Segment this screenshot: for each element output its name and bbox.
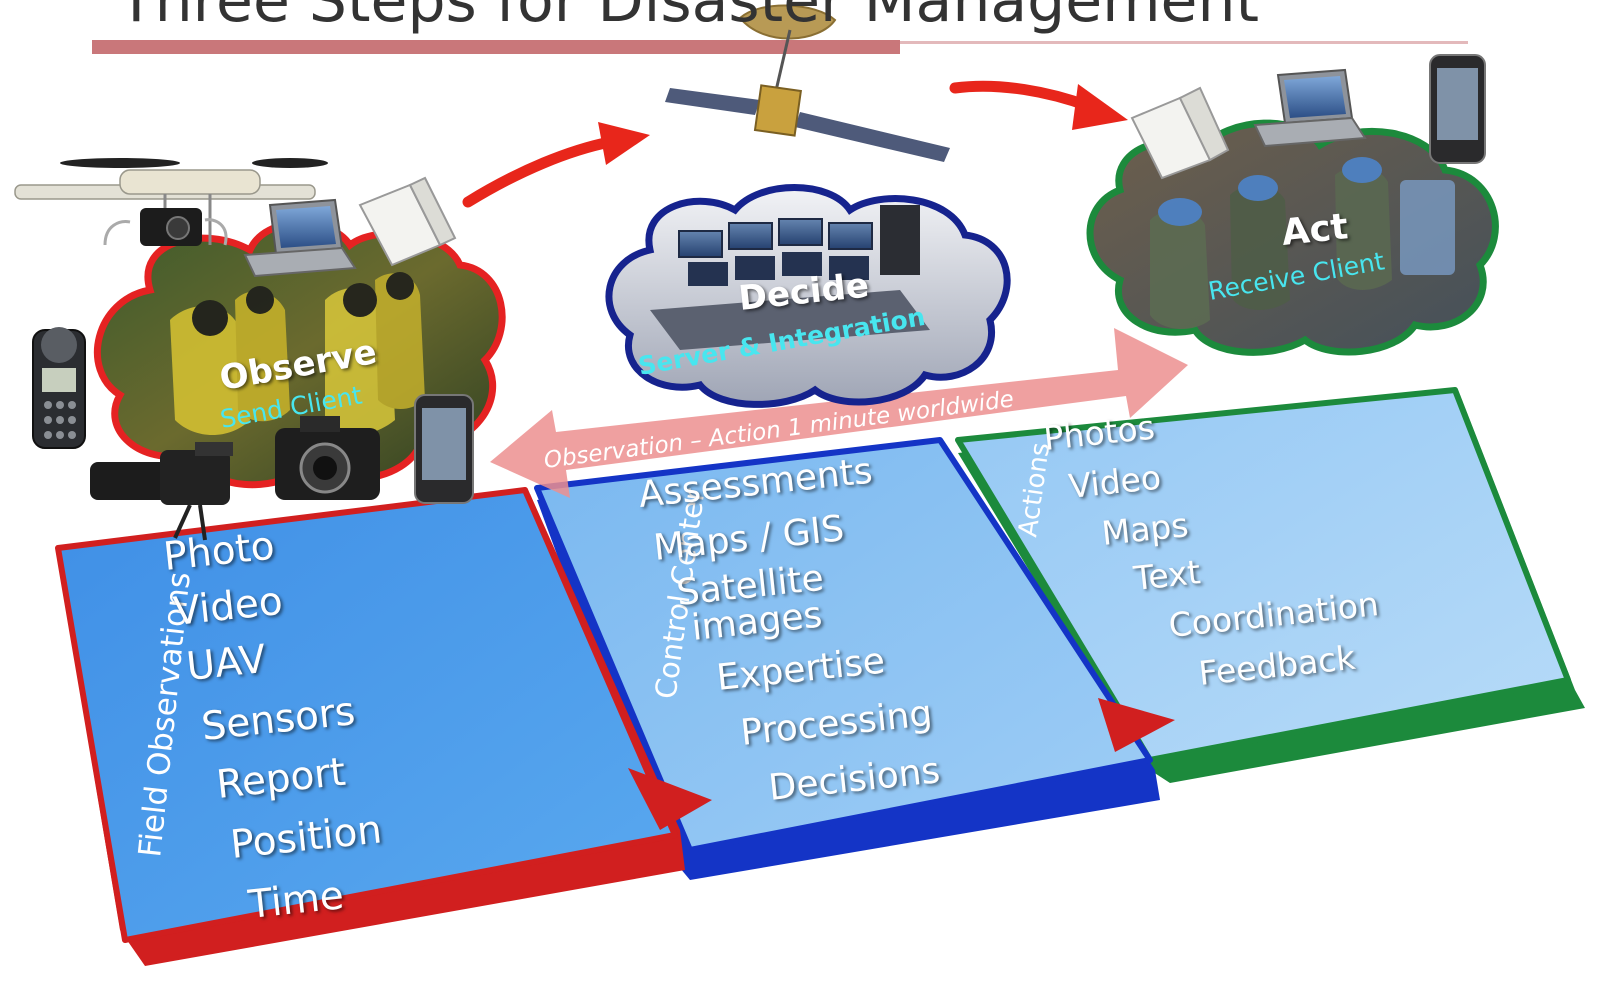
act-label: Act <box>1280 206 1350 254</box>
observation-action-banner <box>490 328 1188 498</box>
act-cloud <box>1086 119 1499 356</box>
satellite-icon <box>665 4 950 162</box>
uav-drone-icon <box>14 158 328 246</box>
actions-item-maps: Maps <box>1100 505 1190 553</box>
actions-item-text: Text <box>1131 552 1203 598</box>
actions-item-video: Video <box>1067 458 1163 506</box>
title-rule-left <box>92 40 900 54</box>
actions-panel <box>955 387 1585 783</box>
weather-meter-icon <box>32 327 86 449</box>
satellite-terminal-icon-right <box>1130 86 1230 180</box>
laptop-icon-left <box>243 198 357 278</box>
upload-arrow <box>462 122 650 208</box>
smartphone-icon-right <box>1429 54 1486 164</box>
field-panel <box>55 487 685 966</box>
decide-cloud <box>605 184 1011 408</box>
field-to-control-arrow <box>628 768 712 830</box>
title-rule-right <box>900 41 1468 44</box>
smartphone-icon-left <box>414 394 474 504</box>
photo-camera-icon <box>275 416 380 500</box>
page-title: Three Steps for Disaster Management <box>118 0 1260 36</box>
video-camera-icon <box>90 442 233 541</box>
satellite-terminal-icon-left <box>358 176 457 267</box>
laptop-icon-right <box>1253 68 1367 148</box>
control-panel <box>534 437 1160 880</box>
field-item-uav: UAV <box>184 637 268 690</box>
downlink-arrow <box>949 80 1128 130</box>
field-item-time: Time <box>245 873 346 928</box>
control-to-actions-arrow <box>1098 698 1175 752</box>
